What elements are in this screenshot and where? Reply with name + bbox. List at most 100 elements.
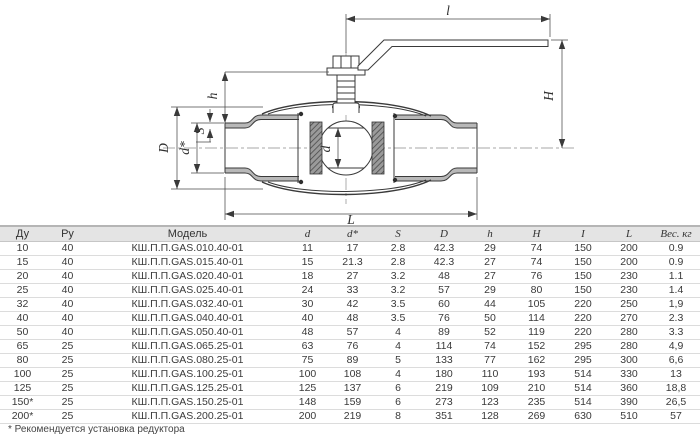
cell: 514 <box>560 367 606 382</box>
cell: 4 <box>375 367 421 382</box>
cell: 220 <box>560 325 606 340</box>
cell: 1.4 <box>652 283 700 298</box>
cell: КШ.П.П.GAS.200.25-01 <box>90 409 285 424</box>
cell: 26,5 <box>652 395 700 410</box>
valve-handle <box>357 39 549 71</box>
column-header: Ру <box>45 225 90 242</box>
column-header: Вес. кг <box>652 225 700 242</box>
pipe-walls <box>225 115 477 181</box>
cell: 13 <box>652 367 700 382</box>
cell: 280 <box>606 339 652 354</box>
cell: 65 <box>0 339 45 354</box>
cell: 42 <box>330 297 375 312</box>
cell: КШ.П.П.GAS.040.40-01 <box>90 311 285 326</box>
cell: 137 <box>330 381 375 396</box>
cell: 74 <box>467 339 513 354</box>
cell: 200* <box>0 409 45 424</box>
cell: 100 <box>285 367 330 382</box>
cell: 27 <box>467 269 513 284</box>
valve-diagram: l H h D d* S d L <box>156 3 574 225</box>
cell: 29 <box>467 241 513 256</box>
cell: КШ.П.П.GAS.125.25-01 <box>90 381 285 396</box>
cell: КШ.П.П.GAS.032.40-01 <box>90 297 285 312</box>
cell: 230 <box>606 269 652 284</box>
cell: 109 <box>467 381 513 396</box>
cell: 180 <box>421 367 467 382</box>
cell: 6 <box>375 395 421 410</box>
cell: 110 <box>467 367 513 382</box>
cell: 76 <box>330 339 375 354</box>
cell: 80 <box>0 353 45 368</box>
cell: 50 <box>467 311 513 326</box>
cell: 150 <box>560 283 606 298</box>
dim-label-d-star: d* <box>177 141 192 155</box>
cell: 76 <box>421 311 467 326</box>
cell: 30 <box>285 297 330 312</box>
cell: 159 <box>330 395 375 410</box>
cell: 48 <box>421 269 467 284</box>
cell: 40 <box>45 269 90 284</box>
column-header: Модель <box>90 225 285 242</box>
cell: 6,6 <box>652 353 700 368</box>
cell: 1.1 <box>652 269 700 284</box>
cell: 273 <box>421 395 467 410</box>
cell: 15 <box>0 255 45 270</box>
cell: 11 <box>285 241 330 256</box>
cell: 4,9 <box>652 339 700 354</box>
cell: 63 <box>285 339 330 354</box>
cell: 2.8 <box>375 241 421 256</box>
cell: 25 <box>0 283 45 298</box>
column-header: h <box>467 225 513 242</box>
cell: 42.3 <box>421 241 467 256</box>
cell: КШ.П.П.GAS.050.40-01 <box>90 325 285 340</box>
cell: 25 <box>45 381 90 396</box>
cell: 15 <box>285 255 330 270</box>
cell: 40 <box>0 311 45 326</box>
column-header: S <box>375 225 421 242</box>
dim-label-h: h <box>205 92 220 99</box>
cell: 230 <box>606 283 652 298</box>
cell: 133 <box>421 353 467 368</box>
cell: 220 <box>560 297 606 312</box>
cell: 89 <box>421 325 467 340</box>
cell: 3.2 <box>375 269 421 284</box>
cell: 40 <box>45 297 90 312</box>
cell: 200 <box>606 241 652 256</box>
dim-label-S: S <box>192 127 207 134</box>
cell: 21.3 <box>330 255 375 270</box>
cell: КШ.П.П.GAS.020.40-01 <box>90 269 285 284</box>
column-header: D <box>421 225 467 242</box>
cell: 123 <box>467 395 513 410</box>
cell: 32 <box>0 297 45 312</box>
cell: 25 <box>45 353 90 368</box>
cell: 1,9 <box>652 297 700 312</box>
cell: 40 <box>45 241 90 256</box>
cell: 360 <box>606 381 652 396</box>
dim-label-d: d <box>318 145 333 152</box>
dim-label-D: D <box>156 143 171 154</box>
cell: 270 <box>606 311 652 326</box>
cell: 514 <box>560 395 606 410</box>
column-header: L <box>606 225 652 242</box>
cell: 40 <box>285 311 330 326</box>
cell: 74 <box>513 255 560 270</box>
cell: 40 <box>45 311 90 326</box>
cell: 3.5 <box>375 297 421 312</box>
cell: 29 <box>467 283 513 298</box>
cell: 200 <box>285 409 330 424</box>
cell: 10 <box>0 241 45 256</box>
cell: 295 <box>560 353 606 368</box>
